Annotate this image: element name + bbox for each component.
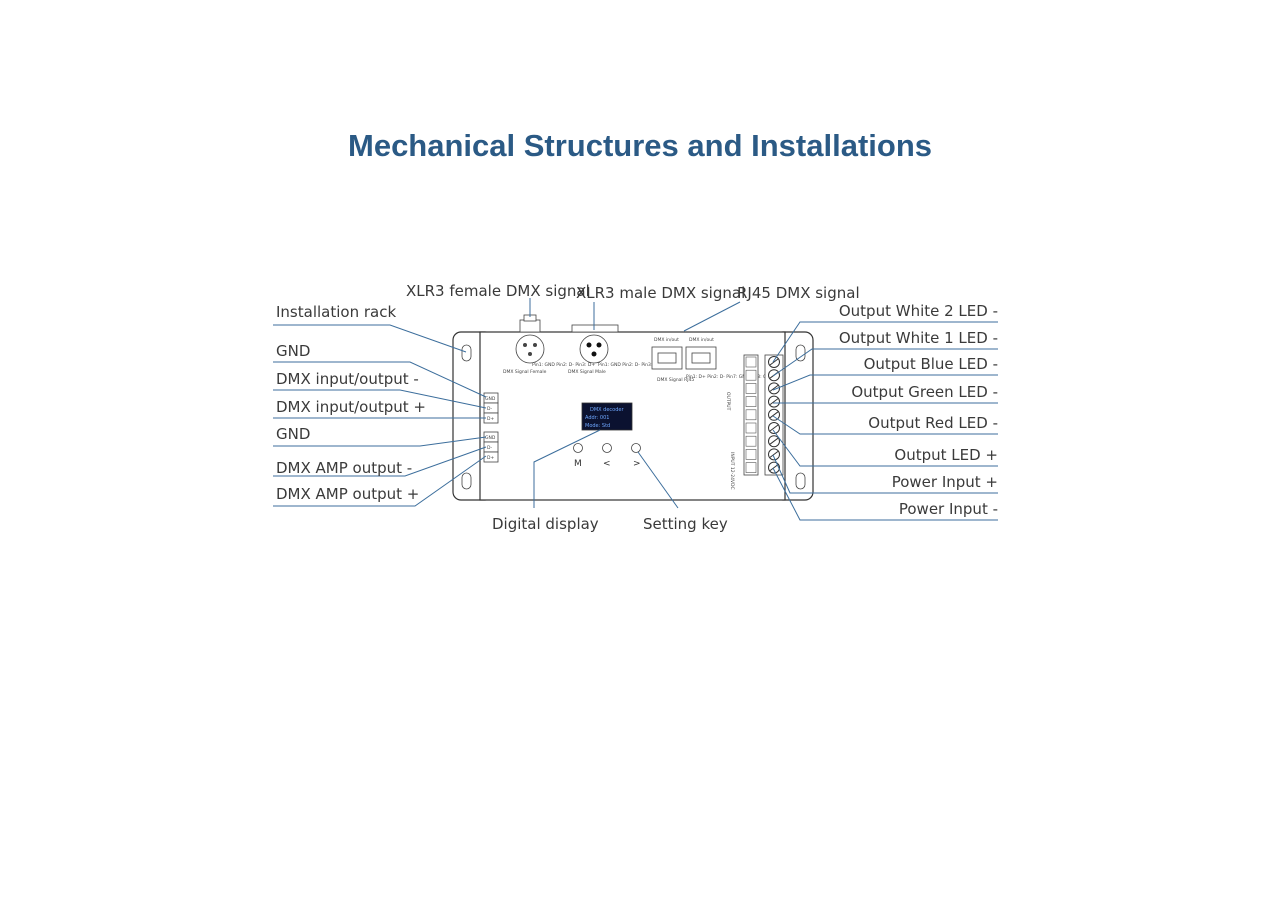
screw-slot — [769, 358, 779, 366]
svg-text:DMX in/out: DMX in/out — [654, 337, 679, 343]
label-gnd-2: GND — [276, 425, 310, 443]
svg-text:DMX Signal RJ45: DMX Signal RJ45 — [657, 377, 694, 383]
terminal-cell — [745, 449, 757, 460]
label-green: Output Green LED - — [851, 383, 998, 401]
mount-slot-top-left — [461, 344, 472, 362]
svg-text:GND: GND — [485, 396, 496, 402]
xlr-male-pins: Pin1: GND Pin2: D- Pin3: D+ — [598, 362, 661, 368]
svg-text:<: < — [603, 459, 611, 469]
screw-slot — [769, 398, 779, 406]
screw-slot — [769, 411, 779, 419]
terminal-cell — [745, 369, 757, 381]
svg-text:DMX decoder: DMX decoder — [590, 407, 624, 413]
label-digital-display: Digital display — [492, 515, 599, 533]
svg-text:Addr: 001: Addr: 001 — [585, 415, 609, 421]
svg-text:INPUT 12-24VDC: INPUT 12-24VDC — [729, 452, 735, 490]
svg-text:D+: D+ — [487, 416, 494, 422]
screw-slot — [769, 450, 779, 458]
mount-slot-bottom-right — [795, 472, 806, 490]
terminal-cell — [745, 383, 757, 394]
svg-text:D-: D- — [487, 406, 492, 412]
dmx-input-terminals: GND D- D+ — [483, 392, 499, 424]
callout-labels: XLR3 female DMX signal XLR3 male DMX sig… — [276, 282, 998, 533]
label-led-plus: Output LED + — [894, 446, 998, 464]
leader-lines — [273, 298, 998, 521]
svg-text:DMX in/out: DMX in/out — [689, 337, 714, 343]
svg-text:D-: D- — [487, 445, 492, 451]
xlr-male-caption: DMX Signal Male — [568, 369, 606, 375]
rj45-ports: DMX in/out DMX in/out DMX Signal RJ45 Pi… — [651, 337, 774, 383]
label-blue: Output Blue LED - — [864, 355, 998, 373]
svg-text:Pin1: D+ Pin2: D- Pin7: GND Pi: Pin1: D+ Pin2: D- Pin7: GND Pin8: GND — [686, 374, 774, 380]
key-left-button — [602, 443, 612, 453]
terminal-cell — [745, 356, 757, 368]
terminal-cell — [745, 422, 757, 434]
terminal-cell — [745, 396, 757, 407]
output-terminal-block: OUTPUT INPUT 12-24VDC — [725, 354, 784, 490]
svg-text:Mode: Std: Mode: Std — [585, 423, 610, 429]
screw-slot — [769, 437, 779, 445]
svg-text:D+: D+ — [487, 455, 494, 461]
label-xlr-female: XLR3 female DMX signal — [406, 282, 590, 300]
label-power-plus: Power Input + — [892, 473, 998, 491]
screw-slot — [769, 384, 779, 392]
key-right-button — [631, 443, 641, 453]
xlr-female-pins: Pin1: GND Pin2: D- Pin3: D+ — [532, 362, 595, 368]
digital-display: DMX decoder Addr: 001 Mode: Std — [581, 402, 633, 431]
device-enclosure — [452, 331, 814, 501]
screw-slot — [769, 424, 779, 432]
label-setting-key: Setting key — [643, 515, 728, 533]
label-xlr-male: XLR3 male DMX signal — [576, 284, 745, 302]
label-dmx-amp-plus: DMX AMP output + — [276, 485, 419, 503]
xlr-female-connector: DMX Signal Female Pin1: GND Pin2: D- Pin… — [503, 314, 595, 375]
page-title: Mechanical Structures and Installations — [348, 128, 932, 163]
terminal-cell — [745, 409, 757, 421]
mount-slot-bottom-left — [461, 472, 472, 490]
label-white1: Output White 1 LED - — [839, 329, 998, 347]
label-white2: Output White 2 LED - — [839, 302, 998, 320]
svg-text:>: > — [633, 459, 641, 469]
setting-keys: M < > — [573, 443, 641, 469]
label-dmx-io-minus: DMX input/output - — [276, 370, 419, 388]
label-red: Output Red LED - — [868, 414, 998, 432]
terminal-cell — [745, 435, 757, 447]
label-installation-rack: Installation rack — [276, 303, 396, 321]
label-power-minus: Power Input - — [899, 500, 998, 518]
dmx-amp-terminals: GND D- D+ — [483, 431, 499, 463]
label-rj45: RJ45 DMX signal — [737, 284, 860, 302]
terminal-cell — [745, 462, 757, 473]
label-dmx-io-plus: DMX input/output + — [276, 398, 426, 416]
xlr-female-caption: DMX Signal Female — [503, 369, 547, 375]
key-m-button — [573, 443, 583, 453]
label-dmx-amp-minus: DMX AMP output - — [276, 459, 412, 477]
screw-slot — [769, 464, 779, 472]
label-gnd-1: GND — [276, 342, 310, 360]
svg-text:M: M — [574, 459, 582, 469]
xlr-male-connector: DMX Signal Male Pin1: GND Pin2: D- Pin3:… — [568, 324, 661, 375]
svg-text:GND: GND — [485, 435, 496, 441]
mount-slot-top-right — [795, 344, 806, 362]
svg-text:OUTPUT: OUTPUT — [725, 392, 731, 411]
